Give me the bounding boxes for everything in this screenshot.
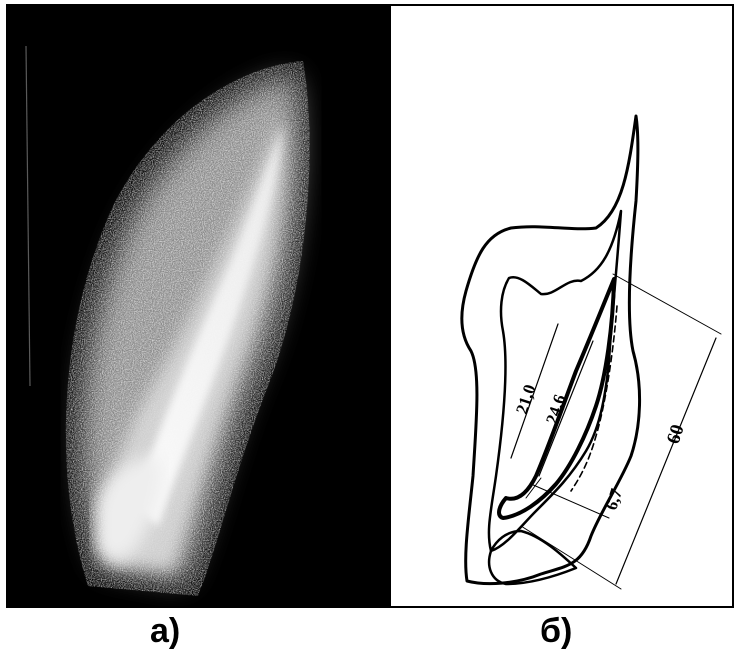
dim-6-tick [525, 477, 542, 499]
plume-photograph [8, 6, 388, 606]
contour-svg: 21,0 24,6 6,7 60 [460, 114, 722, 590]
scratch-line [25, 45, 31, 387]
plume-base [96, 456, 162, 561]
dim-21-line [510, 323, 559, 459]
dim-label-24: 24,6 [542, 392, 569, 426]
dim-60-ext-bottom [520, 525, 622, 590]
figure-frame: 21,0 24,6 6,7 60 [6, 4, 734, 608]
dim-60-ext-top [612, 273, 722, 335]
dim-label-60: 60 [663, 422, 689, 447]
plume-core [133, 126, 283, 526]
inner-contour-2 [497, 277, 616, 520]
dim-6-line [530, 483, 610, 519]
caption-b: б) [540, 612, 573, 650]
panel-divider [388, 6, 391, 606]
dim-label-6: 6,7 [601, 486, 626, 513]
outer-contour [460, 114, 642, 586]
caption-a: а) [150, 612, 181, 650]
dim-24-line [538, 340, 594, 477]
plume-contour-drawing: 21,0 24,6 6,7 60 [391, 6, 732, 606]
dashed-contour [570, 305, 618, 492]
inner-contour-1 [487, 209, 623, 553]
bottom-lobe [487, 529, 578, 586]
dim-label-21: 21,0 [512, 382, 539, 416]
dim-60-line [615, 337, 717, 585]
plume-image [8, 6, 388, 606]
